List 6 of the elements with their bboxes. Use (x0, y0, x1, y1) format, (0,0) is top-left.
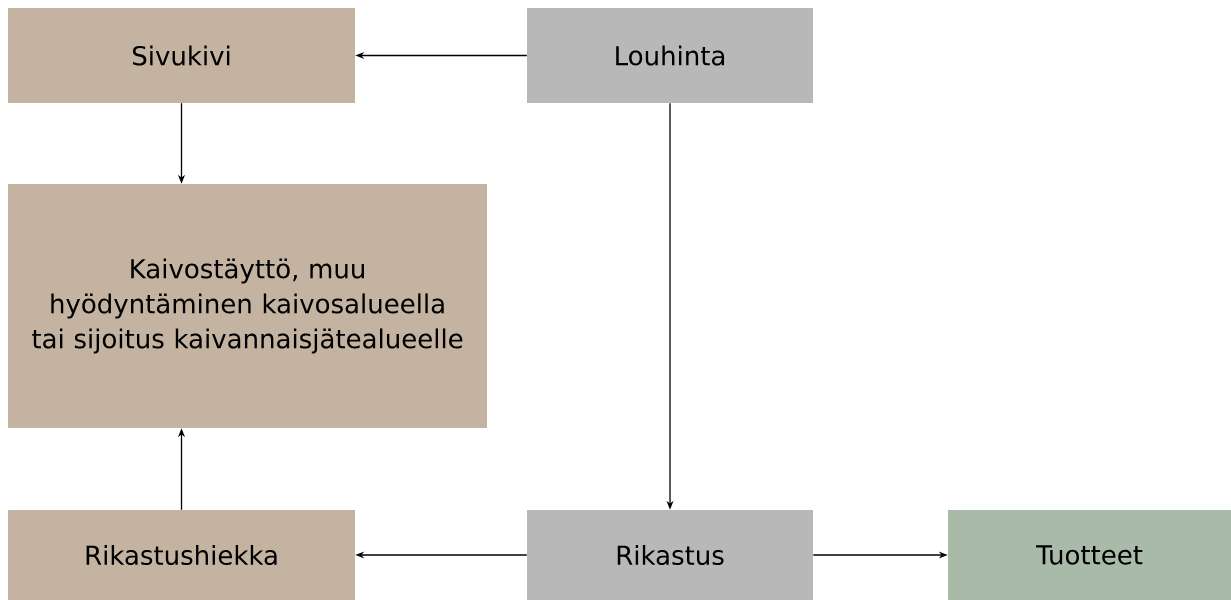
process-box: Louhinta (527, 8, 813, 103)
process-box: Rikastushiekka (8, 510, 355, 600)
process-box: Tuotteet (948, 510, 1231, 600)
process-box: Sivukivi (8, 8, 355, 103)
process-box: Kaivostäyttö, muu hyödyntäminen kaivosalueella tai sijoitus kaivannaisjätealueelle (8, 184, 487, 428)
process-box: Rikastus (527, 510, 813, 600)
